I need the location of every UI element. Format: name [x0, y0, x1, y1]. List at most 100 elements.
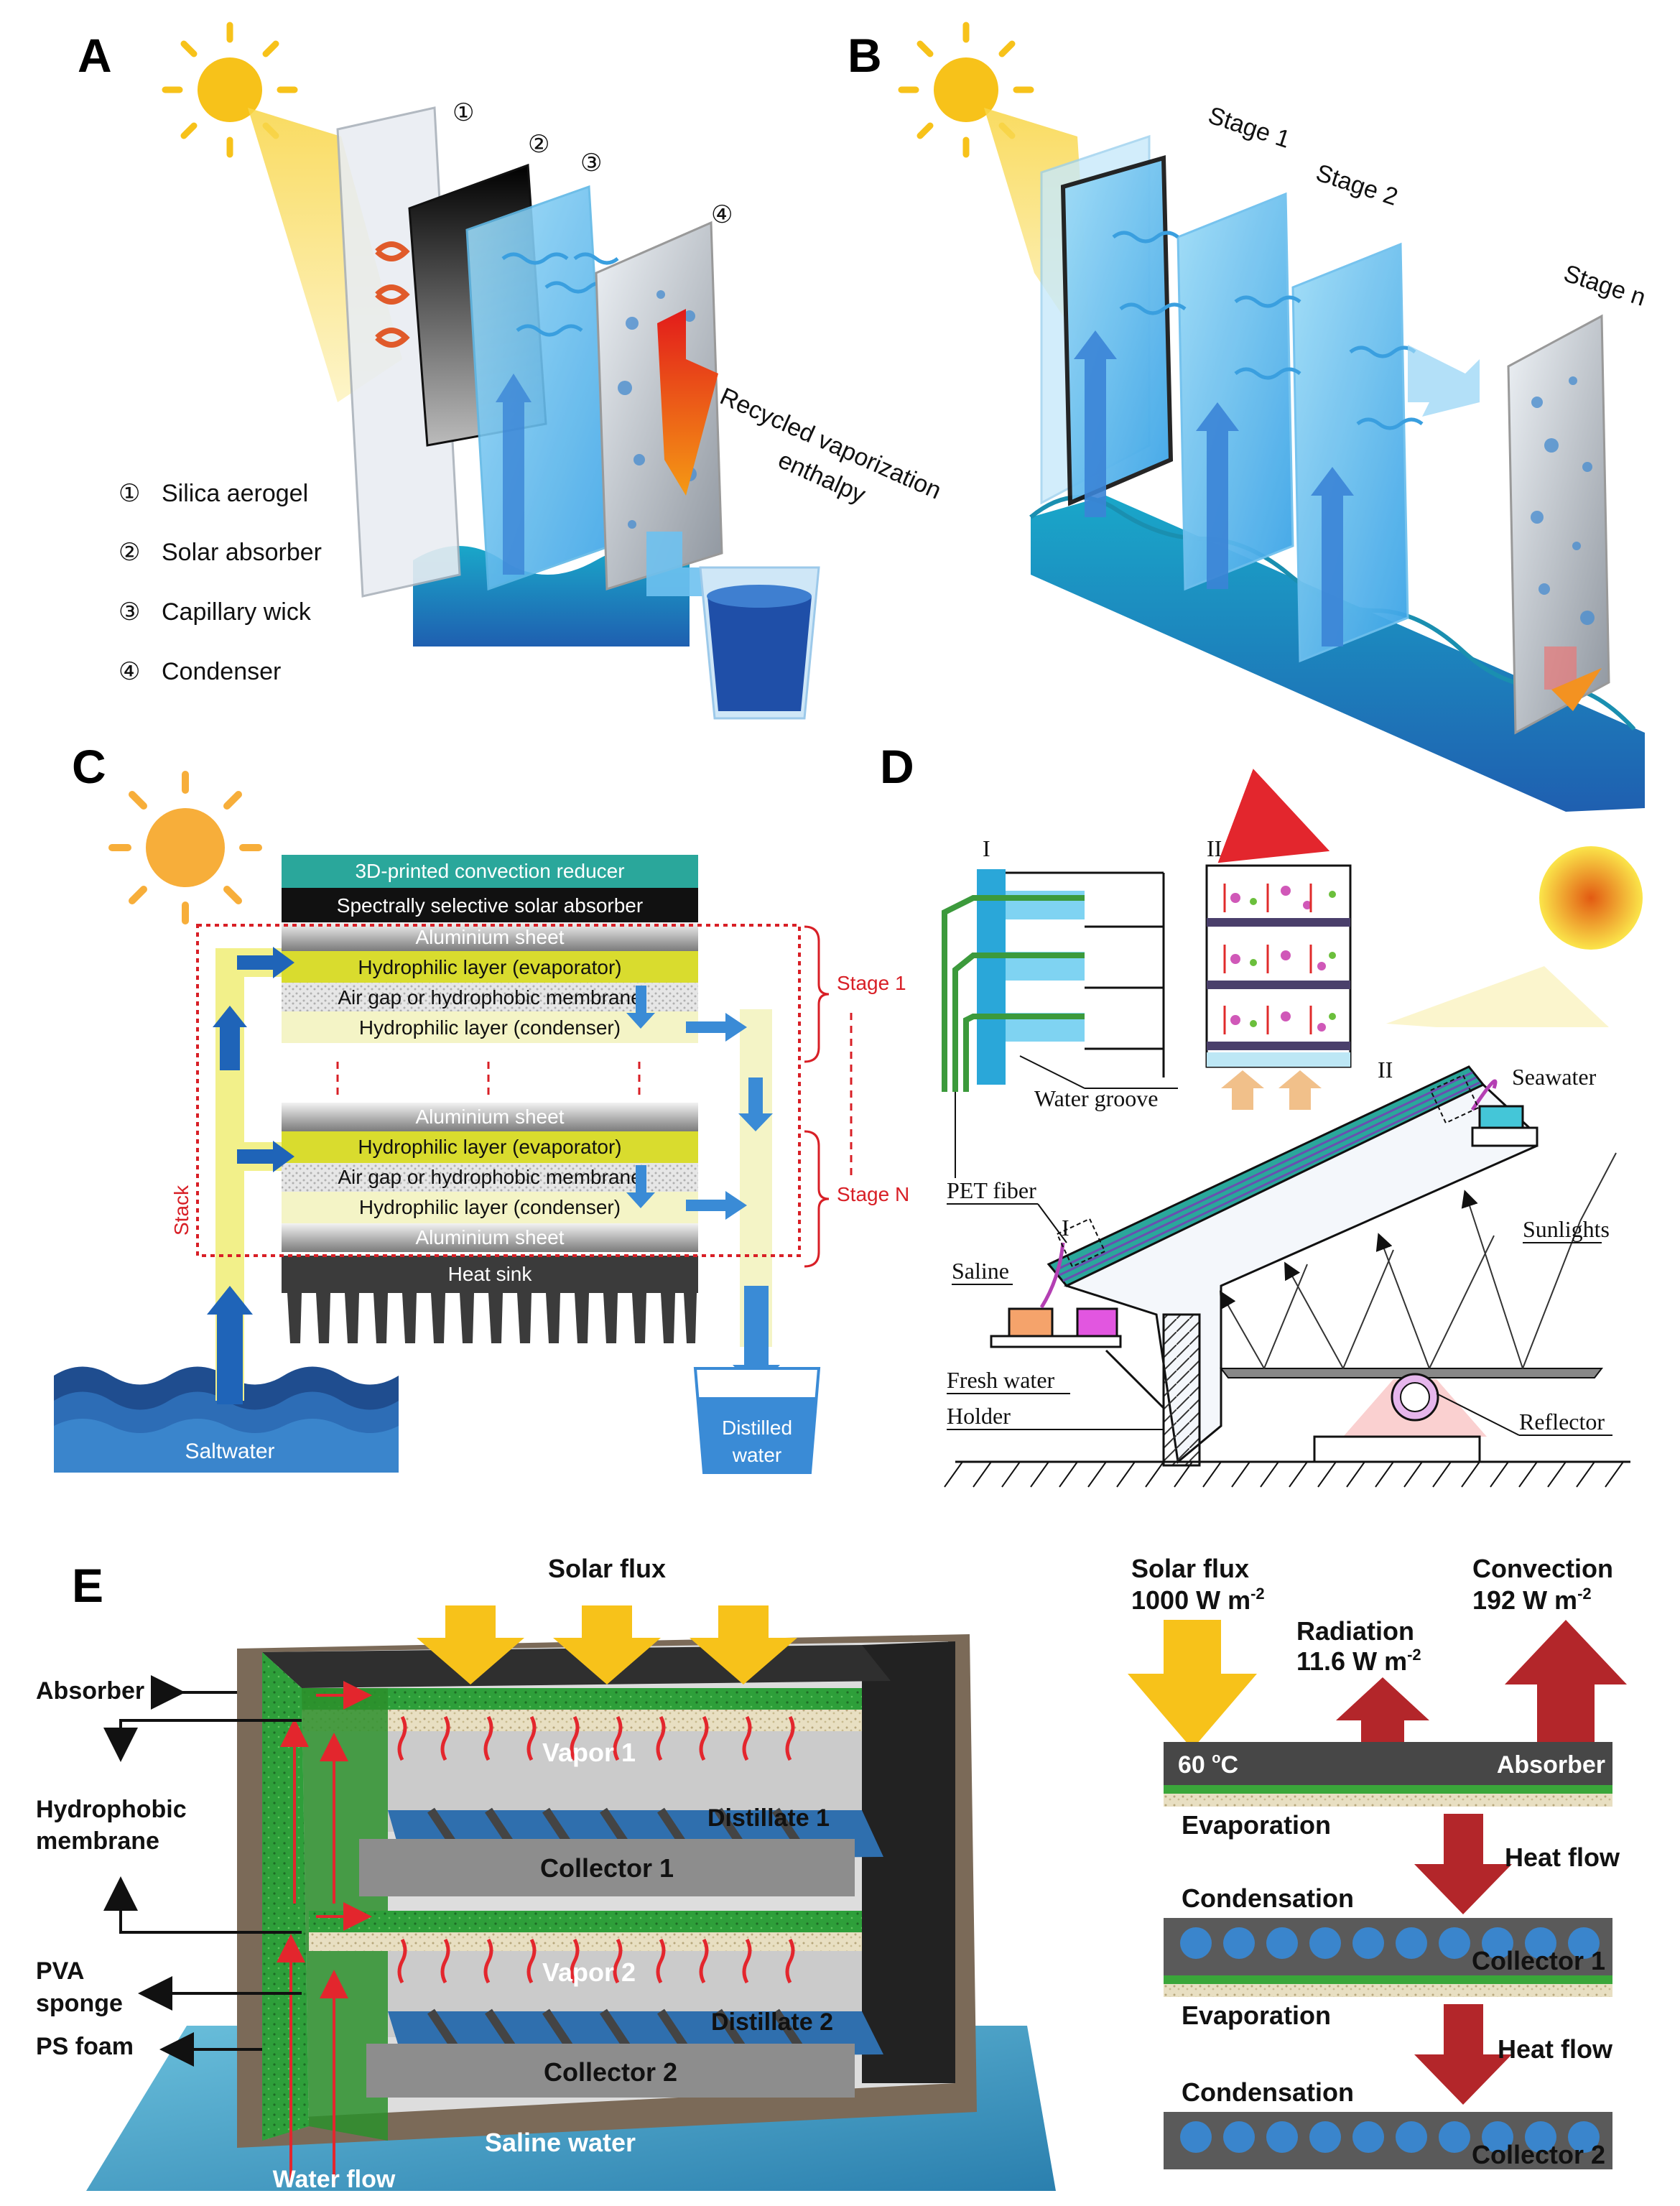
- collector-2-label: Collector 2: [544, 2057, 677, 2087]
- evaporator-layer-1: [282, 951, 698, 983]
- radiation-value: 11.6 W m-2: [1296, 1646, 1421, 1676]
- saltwater-label: Saltwater: [185, 1440, 274, 1463]
- evaporation-label-1: Evaporation: [1182, 1810, 1331, 1840]
- evaporator-layer-n: [282, 1131, 698, 1163]
- heat-flow-arrow-2: [1414, 2004, 1512, 2105]
- vapor-arrows: [397, 1715, 795, 1984]
- legend-num-2: ②: [119, 539, 140, 566]
- collector-2-tray: [366, 2044, 855, 2098]
- sunlight-d: [1386, 966, 1609, 1027]
- condenser-layer-n: [282, 1192, 698, 1223]
- legend-text-2: Solar absorber: [162, 539, 322, 566]
- pva-label-2: sponge: [36, 1990, 123, 2017]
- stage-n-label-c: Stage N: [837, 1183, 909, 1205]
- panel-b: B: [848, 22, 1649, 812]
- convection-label: Convection: [1472, 1554, 1613, 1583]
- solar-flux-label: Solar flux: [548, 1554, 666, 1583]
- aluminium-sheet-3: [282, 1223, 698, 1252]
- convection-arrow: [1505, 1620, 1627, 1760]
- collector-2-right-label: Collector 2: [1472, 2140, 1605, 2169]
- panel-c: C Saltwater 3D-printed convection reduce…: [54, 740, 909, 1474]
- panel-label-b: B: [848, 29, 882, 82]
- vapor-waves-b: [1112, 231, 1424, 430]
- stage-n-label: Stage n: [1561, 259, 1649, 311]
- stage-3-panel: [1291, 242, 1409, 663]
- svg-text:Air gap or hydrophobic membran: Air gap or hydrophobic membrane: [338, 1166, 641, 1188]
- saline-label: Saline: [952, 1258, 1009, 1284]
- solar-flux-arrows: [417, 1605, 797, 1684]
- vapor-2-label: Vapor 2: [542, 1957, 636, 1987]
- water-flow-label: Water flow: [273, 2166, 396, 2193]
- stage-1-label-c: Stage 1: [837, 972, 906, 994]
- condensation-label-2: Condensation: [1182, 2077, 1354, 2107]
- flow-arrows-c: [207, 947, 294, 1404]
- air-gap-n: [282, 1163, 698, 1192]
- stack-label: Stack: [170, 1185, 192, 1236]
- hydrophobic-label-2: membrane: [36, 1827, 159, 1855]
- svg-text:Hydrophilic layer (condenser): Hydrophilic layer (condenser): [359, 1016, 621, 1039]
- distilled-water-cup: Distilled water: [693, 1367, 821, 1474]
- svg-text:Spectrally selective solar abs: Spectrally selective solar absorber: [337, 894, 643, 917]
- svg-text:3D-printed convection reducer: 3D-printed convection reducer: [355, 860, 624, 882]
- svg-text:Aluminium sheet: Aluminium sheet: [416, 1106, 565, 1128]
- air-gap-1: [282, 983, 698, 1011]
- condenser-layer-1: [282, 1011, 698, 1043]
- heat-flow-arrow-1: [1414, 1814, 1512, 1914]
- svg-text:Air gap or hydrophobic membran: Air gap or hydrophobic membrane: [338, 986, 641, 1009]
- panel-label-a: A: [78, 29, 112, 82]
- collector-1-tray: [359, 1839, 855, 1896]
- inset-ii: II: [1205, 769, 1352, 1110]
- legend-text-3: Capillary wick: [162, 598, 312, 626]
- solar-flux-right-label: Solar flux: [1131, 1554, 1249, 1583]
- distillate-2-label: Distillate 2: [711, 2008, 833, 2036]
- seawater-label: Seawater: [1512, 1064, 1597, 1090]
- marker-3: ③: [580, 149, 602, 177]
- stack-outline: [196, 924, 801, 1257]
- holder-label: Holder: [947, 1403, 1011, 1429]
- stage-1-panel: [1040, 134, 1174, 517]
- svg-text:Aluminium sheet: Aluminium sheet: [416, 926, 565, 948]
- solar-flux-value: 1000 W m-2: [1131, 1585, 1265, 1615]
- legend-num-4: ④: [119, 658, 140, 685]
- inset-i: I Water groove: [942, 835, 1178, 1111]
- svg-text:II: II: [1378, 1057, 1393, 1083]
- absorber-bar: [1164, 1742, 1612, 1785]
- svg-text:I: I: [1062, 1215, 1069, 1241]
- convection-reducer-layer: [282, 855, 698, 888]
- absorber-right-label: Absorber: [1497, 1751, 1605, 1779]
- heat-flow-label-1: Heat flow: [1505, 1843, 1620, 1872]
- svg-text:Hydrophilic layer (condenser): Hydrophilic layer (condenser): [359, 1196, 621, 1218]
- heat-spiral-icons: [375, 241, 410, 348]
- panel-a: A: [78, 22, 945, 720]
- svg-text:Hydrophilic layer (evaporator): Hydrophilic layer (evaporator): [358, 1136, 621, 1158]
- radiation-arrow: [1336, 1677, 1429, 1760]
- recycled-enthalpy-annotation: Recycled vaporization enthalpy: [716, 383, 945, 509]
- svg-text:Aluminium sheet: Aluminium sheet: [416, 1226, 565, 1248]
- pva-sponge-wall: [262, 1652, 309, 2141]
- capillary-wick-panel: [465, 185, 612, 591]
- svg-text:Distilled: Distilled: [722, 1417, 792, 1439]
- water-groove-label: Water groove: [1034, 1085, 1158, 1111]
- sun-icon: [162, 22, 298, 158]
- collector-1-right-label: Collector 1: [1472, 1946, 1605, 1975]
- recycled-heat-arrow: [657, 309, 718, 496]
- svg-text:I: I: [983, 835, 990, 861]
- stage-1-label: Stage 1: [1205, 101, 1294, 153]
- legend-num-3: ③: [119, 598, 140, 626]
- solar-absorber-layer: [282, 888, 698, 922]
- panel-label-d: D: [880, 740, 914, 793]
- sun-icon-d: [1539, 846, 1643, 950]
- vapor-1-label: Vapor 1: [542, 1738, 636, 1767]
- radiation-label: Radiation: [1296, 1616, 1414, 1646]
- stage-2-label: Stage 2: [1313, 159, 1401, 210]
- svg-text:II: II: [1207, 835, 1222, 861]
- aluminium-sheet-1: [282, 922, 698, 951]
- evaporation-label-2: Evaporation: [1182, 2001, 1331, 2030]
- svg-text:water: water: [732, 1444, 781, 1466]
- hydrophobic-membrane-2: [309, 1932, 862, 1951]
- legend-text-1: Silica aerogel: [162, 480, 308, 507]
- solar-still-structure: I II: [944, 1057, 1630, 1488]
- svg-text:Hydrophilic layer (evaporator): Hydrophilic layer (evaporator): [358, 956, 621, 978]
- marker-1: ①: [453, 99, 474, 126]
